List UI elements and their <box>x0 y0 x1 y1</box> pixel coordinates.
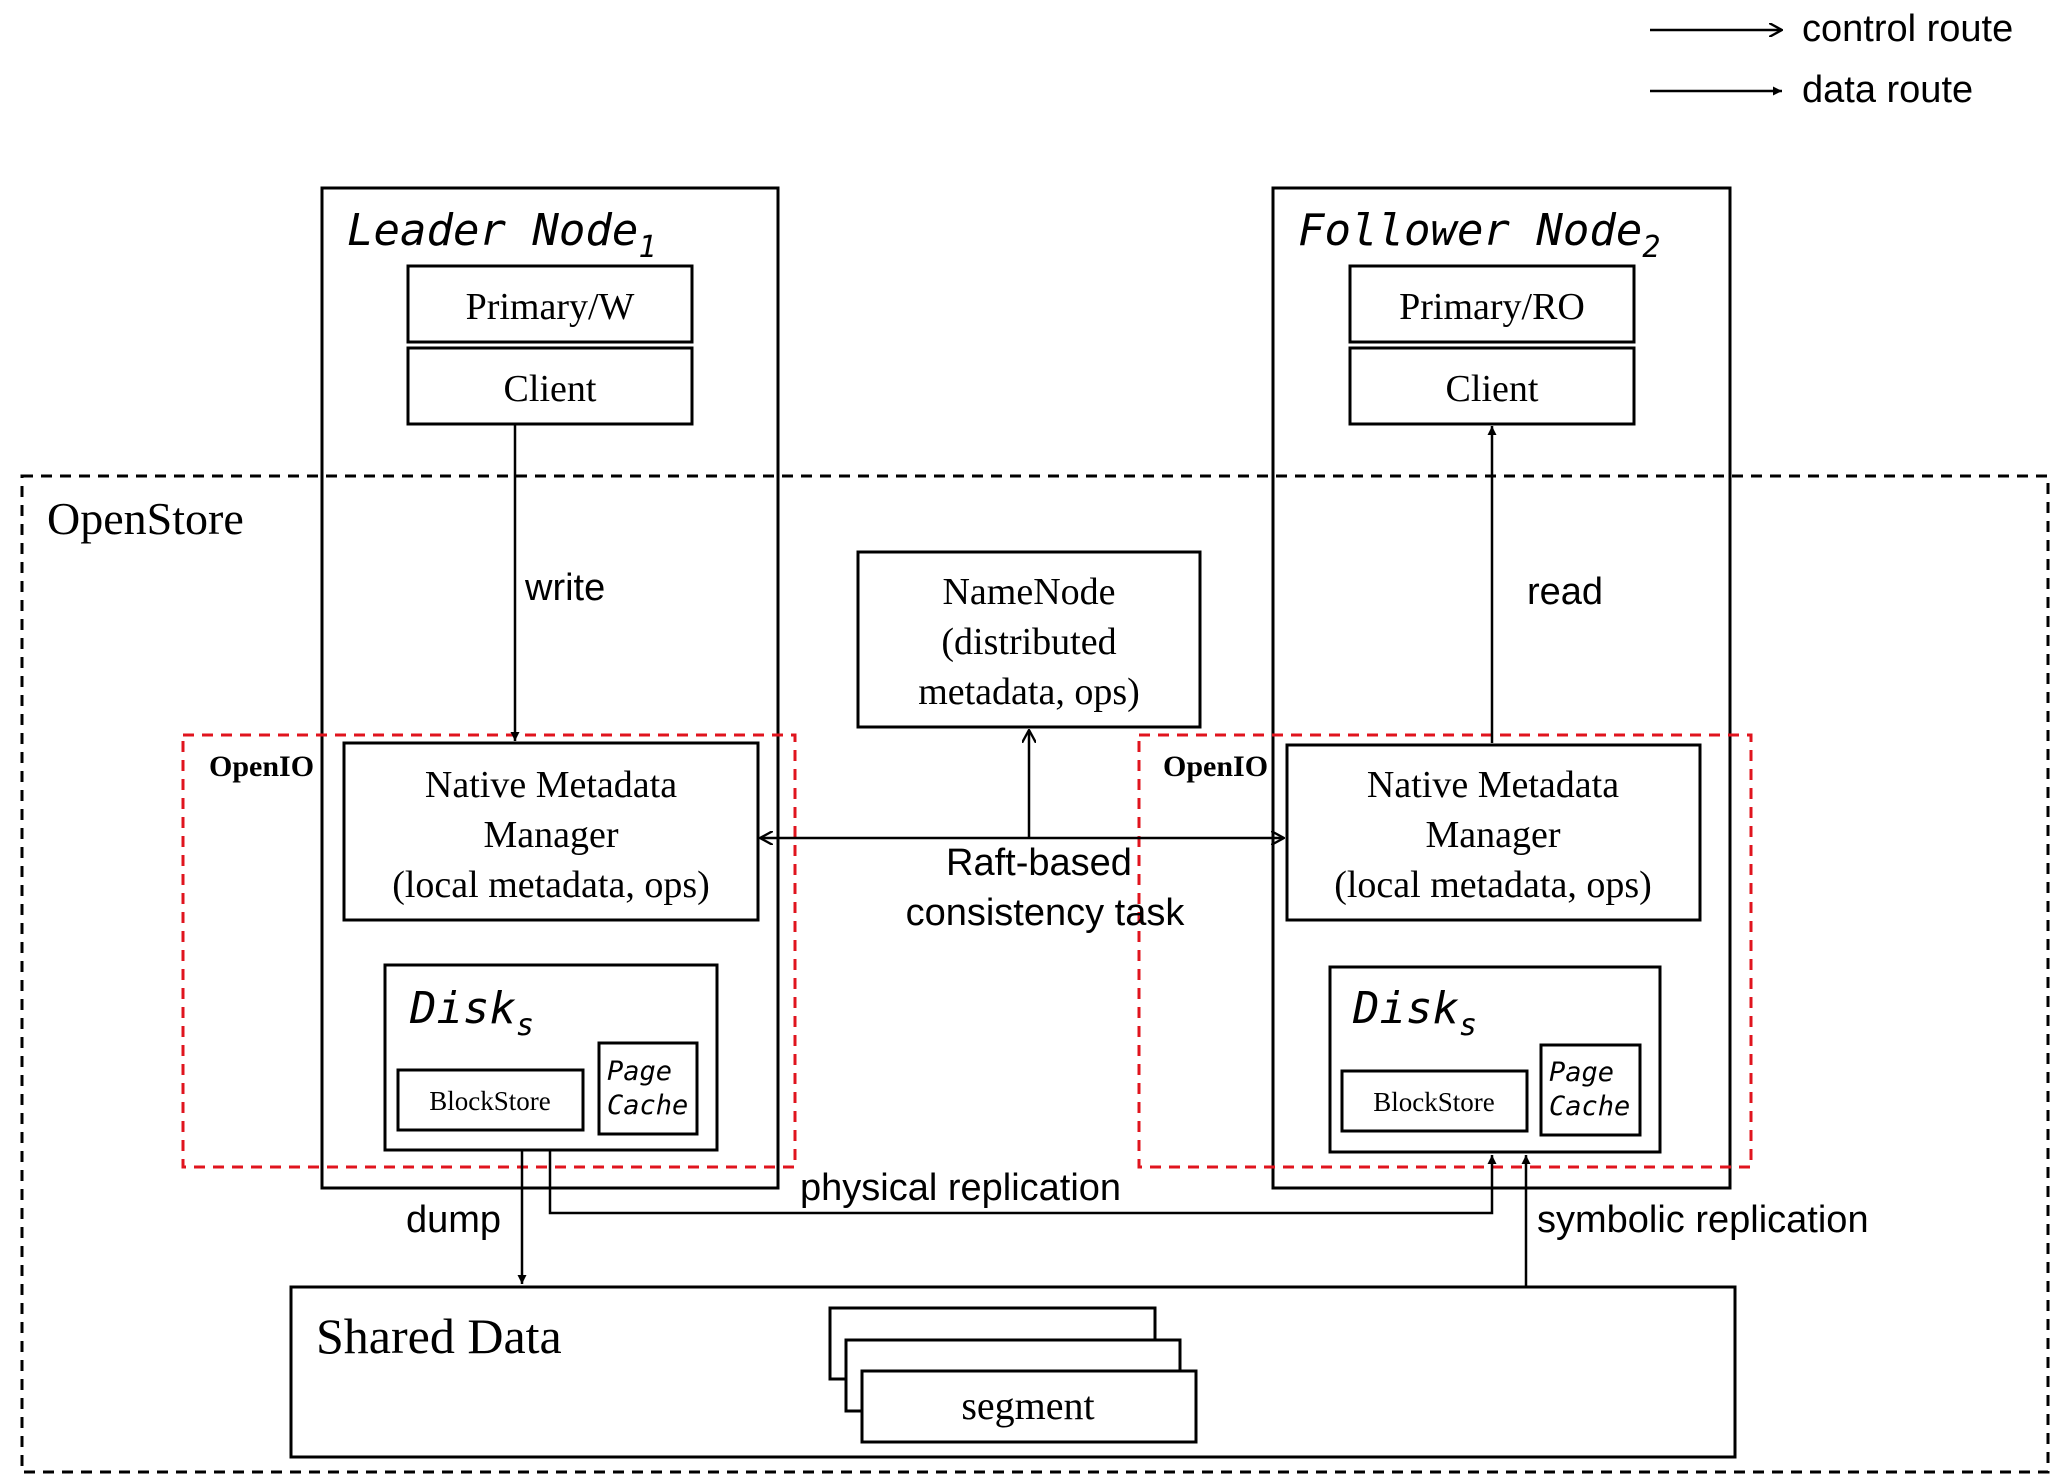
raft-label-line2: consistency task <box>906 892 1186 934</box>
legend: control route data route <box>1650 8 2013 111</box>
namenode-line2: (distributed <box>941 621 1116 663</box>
shared-data-title: Shared Data <box>316 1308 562 1364</box>
namenode-line1: NameNode <box>942 571 1115 613</box>
follower-primary-box <box>1348 264 1636 344</box>
follower-openio-boundary <box>1137 733 1753 1169</box>
follower-page-cache-box <box>1539 1043 1642 1137</box>
leader-disk-title: Disks <box>409 983 534 1043</box>
follower-client-label: Client <box>1446 368 1539 410</box>
leader-client-label: Client <box>504 368 597 410</box>
follower-node-box <box>1271 186 1732 1190</box>
follower-nmm-line2: Manager <box>1425 814 1560 856</box>
physical-replication-label: physical replication <box>800 1167 1121 1209</box>
leader-node: Leader Node1 Primary/W Client OpenIO Nat… <box>181 186 797 1190</box>
leader-node-box <box>320 186 780 1190</box>
leader-native-metadata-manager <box>342 741 760 922</box>
follower-node-title: Follower Node2 <box>1298 205 1660 265</box>
segment-stack-front <box>860 1369 1198 1444</box>
follower-disk-title: Disks <box>1352 983 1477 1043</box>
leader-node-title: Leader Node1 <box>347 205 656 265</box>
follower-openio-label: OpenIO <box>1163 750 1268 783</box>
legend-control-route-label: control route <box>1802 8 2013 50</box>
leader-primary-label: Primary/W <box>466 286 635 328</box>
follower-node: Follower Node2 Primary/RO Client OpenIO … <box>1137 186 1753 1190</box>
namenode-line3: metadata, ops) <box>918 671 1140 713</box>
symbolic-replication-label: symbolic replication <box>1537 1199 1869 1241</box>
physical-replication-arrow <box>548 1150 1497 1215</box>
shared-data: Shared Data segment <box>289 1285 1737 1459</box>
openstore-boundary <box>20 474 2050 1474</box>
follower-page-label: Page <box>1549 1057 1614 1088</box>
follower-primary-label: Primary/RO <box>1399 286 1585 328</box>
follower-nmm-line1: Native Metadata <box>1367 764 1619 806</box>
leader-cache-label: Cache <box>607 1090 688 1121</box>
legend-data-route-label: data route <box>1802 69 1973 111</box>
leader-nmm-line2: Manager <box>483 814 618 856</box>
follower-blockstore-label: BlockStore <box>1373 1087 1495 1117</box>
namenode-box <box>856 550 1202 729</box>
openstore-label: OpenStore <box>47 493 244 544</box>
write-label: write <box>524 567 605 609</box>
leader-openio-boundary <box>181 733 797 1169</box>
edges: write read Raft-based consistency task p… <box>406 424 1869 1287</box>
raft-label-line1: Raft-based <box>946 842 1132 884</box>
follower-disk-box <box>1328 965 1662 1154</box>
shared-data-box <box>289 1285 1737 1459</box>
follower-blockstore-box <box>1340 1069 1529 1133</box>
follower-nmm-line3: (local metadata, ops) <box>1334 864 1652 906</box>
leader-blockstore-label: BlockStore <box>429 1086 551 1116</box>
follower-cache-label: Cache <box>1549 1091 1630 1122</box>
leader-client-box <box>406 346 694 426</box>
segment-label: segment <box>961 1383 1094 1428</box>
follower-native-metadata-manager <box>1285 743 1702 922</box>
follower-client-box <box>1348 346 1636 426</box>
leader-nmm-line3: (local metadata, ops) <box>392 864 710 906</box>
leader-nmm-line1: Native Metadata <box>425 764 677 806</box>
leader-blockstore-box <box>396 1068 585 1132</box>
leader-openio-label: OpenIO <box>209 750 314 783</box>
leader-primary-box <box>406 264 694 344</box>
namenode: NameNode (distributed metadata, ops) <box>856 550 1202 729</box>
dump-label: dump <box>406 1199 501 1241</box>
leader-page-cache-box <box>597 1041 699 1136</box>
leader-page-label: Page <box>607 1056 672 1087</box>
read-label: read <box>1527 571 1603 613</box>
